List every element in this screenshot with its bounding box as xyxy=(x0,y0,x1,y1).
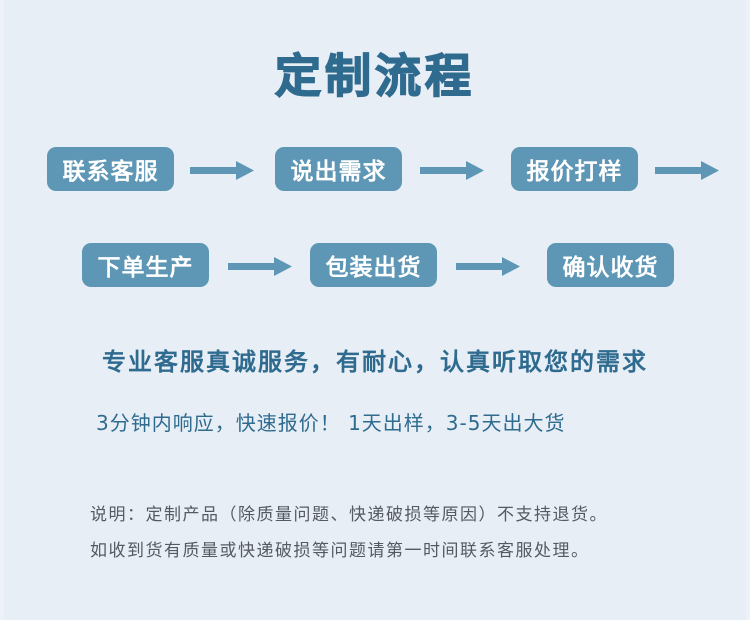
page-title: 定制流程 xyxy=(274,48,475,104)
right-arrow-icon xyxy=(420,160,484,180)
note-line-1: 说明：定制产品（除质量问题、快递破损等原因）不支持退货。 xyxy=(90,505,608,525)
step-label: 确认收货 xyxy=(562,255,659,281)
step-label: 包装出货 xyxy=(325,255,422,281)
step-state-requirements: 说出需求 xyxy=(275,147,402,191)
right-arrow-icon xyxy=(456,256,520,276)
step-label: 报价打样 xyxy=(526,159,623,185)
step-place-order: 下单生产 xyxy=(82,243,209,287)
step-contact-service: 联系客服 xyxy=(47,147,174,191)
note-line-2: 如收到货有质量或快递破损等问题请第一时间联系客服处理。 xyxy=(90,541,590,561)
step-confirm-receipt: 确认收货 xyxy=(547,243,674,287)
right-arrow-icon xyxy=(190,160,254,180)
custom-process-panel: 定制流程 联系客服 说出需求 报价打样 下单生产 包装出货 确认收货 专业客服真… xyxy=(4,0,746,620)
service-subline: 3分钟内响应，快速报价！ 1天出样，3-5天出大货 xyxy=(96,411,566,435)
step-quote-sample: 报价打样 xyxy=(511,147,638,191)
step-label: 说出需求 xyxy=(290,159,387,185)
right-arrow-icon xyxy=(655,160,719,180)
service-headline: 专业客服真诚服务，有耐心，认真听取您的需求 xyxy=(102,348,648,376)
step-pack-ship: 包装出货 xyxy=(310,243,437,287)
step-label: 下单生产 xyxy=(97,255,194,281)
right-arrow-icon xyxy=(228,256,292,276)
step-label: 联系客服 xyxy=(62,159,159,185)
